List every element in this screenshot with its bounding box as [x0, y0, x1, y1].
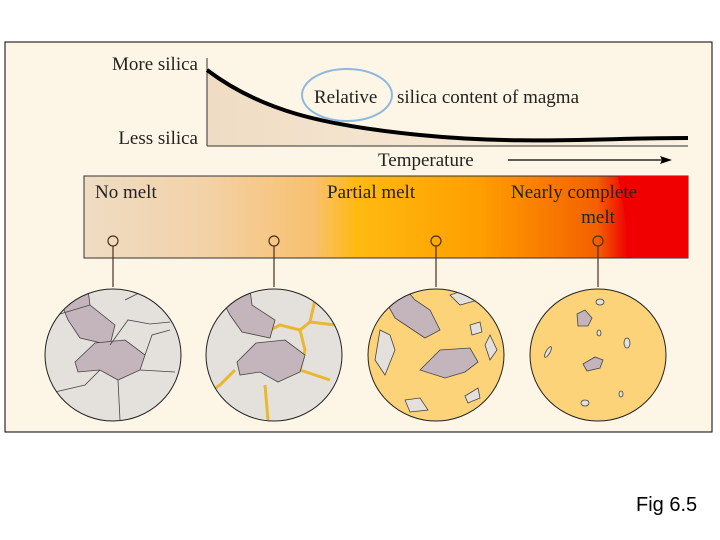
- highlight-circle: [301, 68, 393, 122]
- texture-nearly-complete-melt: [529, 288, 667, 422]
- more-silica-label: More silica: [112, 54, 199, 75]
- figure-caption: Fig 6.5: [636, 494, 698, 516]
- texture-partial-melt: [367, 288, 505, 422]
- curve-label-highlight: Relative: [314, 87, 377, 108]
- texture-initial-melt: [205, 288, 343, 422]
- silica-area: [207, 70, 688, 146]
- full-melt-zone: [618, 176, 688, 258]
- stage-nearly-complete-2: melt: [581, 207, 615, 228]
- temperature-label: Temperature: [378, 150, 474, 171]
- arrow-head-icon: [660, 156, 672, 164]
- stage-no-melt: No melt: [95, 182, 157, 203]
- stage-nearly-complete: Nearly complete: [511, 182, 637, 203]
- melt-bar: [83, 175, 689, 259]
- silica-curve: [205, 68, 689, 143]
- curve-label: silica content of magma: [397, 87, 580, 108]
- texture-no-melt: [44, 288, 182, 422]
- less-silica-label: Less silica: [118, 128, 198, 149]
- stage-partial-melt: Partial melt: [327, 182, 416, 203]
